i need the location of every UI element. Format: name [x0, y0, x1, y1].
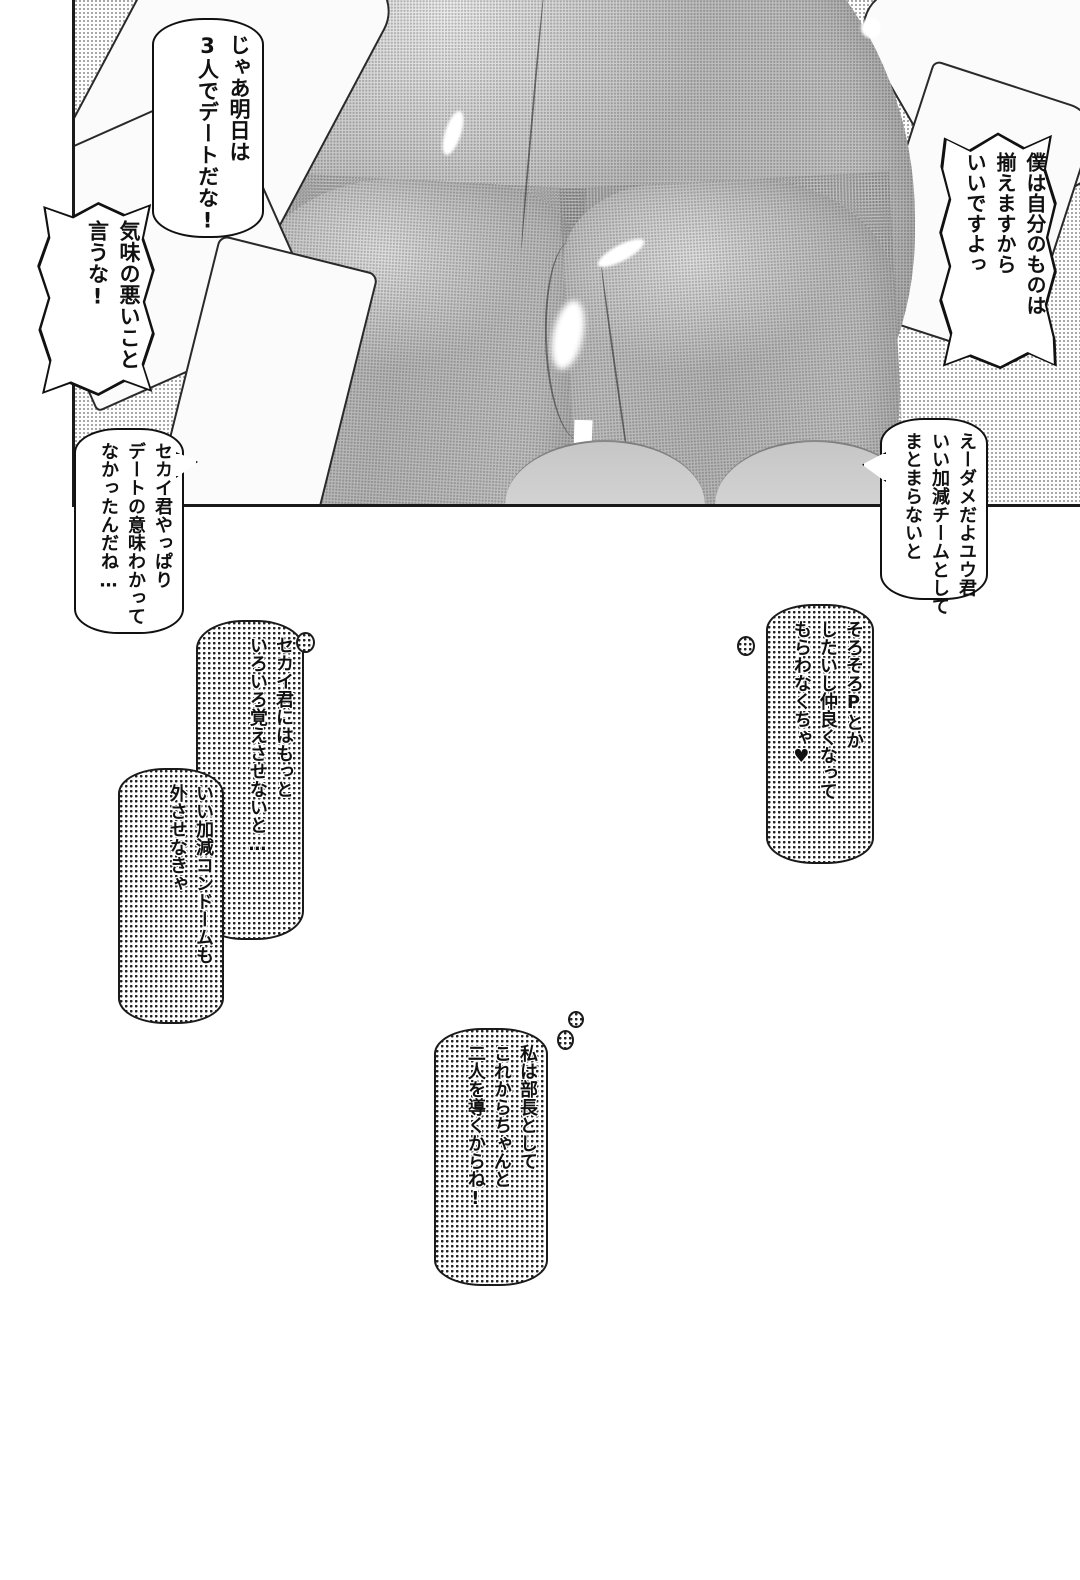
speech-bubble-i-have-mine: 僕は自分のものは 揃えますから いいですよっ: [939, 132, 1057, 370]
speech-bubble-date-tomorrow: じゃあ明日は 3人でデートだな!: [152, 18, 264, 238]
speech-bubble-creepy-inner: [40, 204, 152, 394]
thought-cloud-want-p: そろそろPとか したいし仲良くなって もらわなくちゃ♥: [766, 604, 874, 864]
thought-cloud-club-president-text: 私は部長として これからちゃんと 二人を導くからね!: [464, 1044, 538, 1209]
thought-dot-club-president-2: [568, 1011, 584, 1028]
thought-cloud-condom: いい加減コンドームも 外させなきゃ: [118, 768, 224, 1024]
panel-artwork: [75, 0, 1080, 504]
thought-dot-teach-sekai: [296, 632, 315, 653]
speech-bubble-sekai-didnt-understand: セカイ君やっぱり デートの意味わかって なかったんだね…: [74, 428, 184, 634]
thought-dot-want-p: [737, 636, 755, 656]
speech-bubble-i-have-mine-text: 僕は自分のものは 揃えますから いいですよっ: [963, 152, 1047, 316]
speech-bubble-date-tomorrow-text: じゃあ明日は 3人でデートだな!: [195, 34, 252, 233]
speech-bubble-no-good-yuu: えーダメだよユウ君 いい加減チームとして まとまらないと: [880, 418, 988, 616]
speech-bubble-i-have-mine-inner: [942, 135, 1054, 367]
thought-dot-club-president-1: [557, 1030, 574, 1050]
speech-bubble-creepy: 気味の悪いこと 言うな!: [37, 202, 155, 396]
thought-cloud-club-president: 私は部長として これからちゃんと 二人を導くからね!: [434, 1028, 548, 1286]
speech-bubble-creepy-text: 気味の悪いこと 言うな!: [85, 220, 142, 370]
speech-bubble-sekai-didnt-understand-text: セカイ君やっぱり デートの意味わかって なかったんだね…: [98, 442, 173, 626]
thought-cloud-want-p-text: そろそろPとか したいし仲良くなって もらわなくちゃ♥: [790, 620, 864, 800]
speech-bubble-no-good-yuu-text: えーダメだよユウ君 いい加減チームとして まとまらないと: [902, 432, 977, 616]
main-artwork-panel: [72, 0, 1080, 507]
thought-cloud-condom-text: いい加減コンドームも 外させなきゃ: [166, 784, 214, 964]
thought-cloud-teach-sekai-text: セカイ君にはもっと いろいろ覚えさせないと…: [246, 636, 294, 855]
specular-highlight-2: [861, 18, 881, 38]
